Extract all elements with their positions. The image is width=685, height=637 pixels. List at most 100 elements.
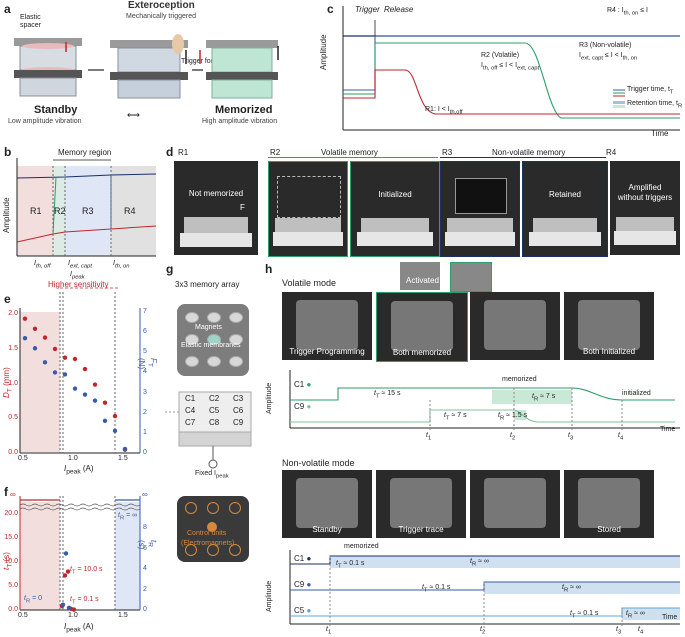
- e-point-0-9: [112, 413, 118, 419]
- photo-both-memorized: Both memorized: [376, 292, 468, 362]
- photo-trigger-trace: Trigger trace: [376, 470, 466, 538]
- cell-label-c8: C8: [209, 418, 220, 427]
- mech-triggered-label: Mechanically triggered: [126, 13, 197, 20]
- b-ith-off: Ith, off: [34, 260, 51, 270]
- photo-volatile-3: [470, 292, 560, 360]
- nv-t1: t1: [326, 626, 332, 636]
- e-point-0-0: [22, 316, 28, 321]
- membranes-label: Elastic membranes: [181, 342, 241, 349]
- f-y2tick-1: 6: [143, 544, 147, 552]
- e-ytick-2: 1.0: [8, 379, 18, 387]
- amplified-caption: Amplified: [628, 183, 662, 192]
- v-tr15: tR ≈ 1.5 s: [498, 412, 528, 422]
- nonvolatile-timing-plot: [289, 550, 680, 628]
- e-point-1-4: [62, 372, 68, 377]
- nv-memorized: memorized: [344, 543, 379, 550]
- volatile-timing-plot: [289, 370, 680, 432]
- e-ytick-4: 0.0: [8, 449, 18, 456]
- f-xtick-2: 1.5: [118, 612, 128, 619]
- exteroception-title: Exteroception: [128, 0, 195, 11]
- nv-tr1: tR ≈ ∞: [470, 558, 489, 568]
- both-initialized-caption: Both Initialized: [582, 347, 636, 356]
- memory-region-label: Memory region: [58, 148, 112, 157]
- nv-c9: C9 ●: [294, 580, 312, 589]
- e-point-0-6: [82, 366, 88, 372]
- b-iext: Iext, capt: [68, 260, 92, 270]
- photo-r3-memorized: [440, 161, 520, 257]
- f-point-1-0: [60, 602, 66, 607]
- f-xtick-0: 0.5: [18, 612, 28, 619]
- activated-label: Activated: [406, 276, 439, 285]
- v-memorized: memorized: [502, 376, 537, 383]
- panel-b-plot: [16, 158, 157, 257]
- f-point-0-2: [65, 569, 71, 574]
- f-xlabel: Ipeak (A): [64, 622, 94, 634]
- control-label-2: (Electromagnets): [181, 540, 235, 547]
- e-point-1-0: [22, 335, 28, 341]
- c-ylabel: Amplitude: [319, 34, 328, 70]
- panel-h: Volatile mode Activated Trigger Programm…: [266, 262, 685, 636]
- d-r2: R2: [270, 148, 281, 157]
- nv-tr9: tR ≈ ∞: [562, 584, 581, 594]
- f-point-0-4: [71, 607, 77, 612]
- nv-time: Time: [662, 614, 678, 621]
- v-tt7: tT ≈ 7 s: [444, 412, 467, 422]
- cell-label-c7: C7: [185, 418, 196, 427]
- f-tt10: tT = 10.0 s: [70, 566, 103, 576]
- e-xtick-1: 1.0: [68, 455, 78, 462]
- fixed-ipeak: Fixed Ipeak: [195, 470, 229, 480]
- e-y2tick-1: 6: [143, 328, 147, 336]
- r1-label: R1: I < Ith,off: [425, 106, 463, 116]
- e-point-1-6: [82, 392, 88, 397]
- nonvolatile-mode-title: Non-volatile mode: [282, 458, 355, 468]
- volatile-c9: C9 ●: [294, 402, 312, 411]
- f-y2tick-2: 4: [143, 565, 147, 572]
- magnets-label: Magnets: [195, 324, 222, 331]
- panel-c-plot: [342, 6, 680, 131]
- e-xtick-2: 1.5: [118, 455, 128, 462]
- panel-f-plot: [19, 496, 141, 612]
- d-r1: R1: [178, 148, 189, 157]
- photo-retained: Retained: [522, 161, 608, 257]
- panel-label-c: c: [327, 2, 334, 16]
- swap-arrow: ⟷: [127, 110, 140, 120]
- v-t3: t3: [568, 432, 574, 442]
- r2-range: Ith, off ≤ I < Iext, capt: [481, 62, 540, 72]
- f-point-1-1: [63, 551, 69, 556]
- e-point-0-3: [52, 346, 58, 352]
- e-point-1-10: [122, 446, 128, 452]
- trigger-programming-caption: Trigger Programming: [289, 347, 365, 356]
- nv-t4: t4: [638, 626, 644, 636]
- nv-t3: t3: [616, 626, 622, 636]
- e-point-1-1: [32, 346, 38, 351]
- f-y2tick-0: 8: [143, 524, 147, 531]
- e-point-1-5: [72, 386, 78, 391]
- v-t2: t2: [510, 432, 516, 442]
- g-title: 3x3 memory array: [175, 280, 240, 289]
- f-y2tick-4: 0: [143, 606, 147, 613]
- e-y2tick-0: 7: [143, 308, 147, 315]
- v-tr7: tR ≈ 7 s: [532, 393, 556, 403]
- f-point-0-1: [62, 573, 68, 578]
- f-ytick-1: 15.0: [4, 534, 18, 541]
- initialized-caption: Initialized: [378, 190, 412, 199]
- e-point-1-8: [102, 418, 108, 423]
- amplified-caption-2: without triggers: [617, 193, 673, 202]
- b-r3: R3: [82, 206, 94, 216]
- panel-e: Higher sensitivity Ipeak (A) DT (mm) FT …: [0, 278, 160, 478]
- e-point-0-2: [42, 335, 48, 340]
- nv-tt5: tT ≈ 0.1 s: [570, 610, 599, 620]
- control-photo: [177, 496, 249, 562]
- b-ipeak: Ipeak: [70, 271, 85, 281]
- panel-label-h: h: [265, 262, 273, 276]
- memorized-sub: High amplitude vibration: [202, 118, 278, 125]
- f-label: F: [240, 203, 245, 212]
- r3-range: Iext, capt ≤ I < Ith, on: [579, 52, 638, 62]
- standby-label: Standby: [34, 104, 78, 116]
- v-tt15: tT ≈ 15 s: [374, 390, 401, 400]
- f-inf-right: ∞: [142, 490, 148, 499]
- e-point-0-5: [72, 356, 78, 362]
- e-y2tick-6: 1: [143, 428, 147, 436]
- panel-d: R1 R2 Volatile memory R3 Non-volatile me…: [170, 145, 682, 260]
- e-y2tick-2: 5: [143, 348, 147, 356]
